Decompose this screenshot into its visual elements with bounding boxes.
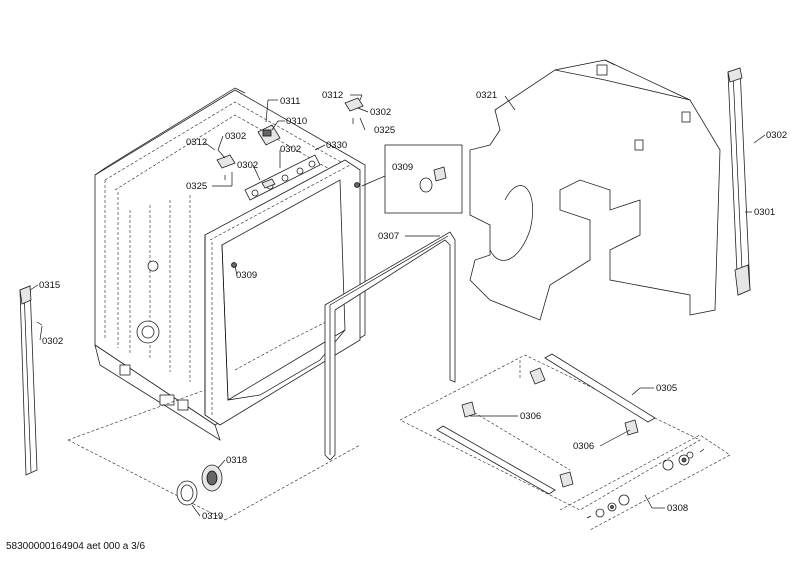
label-0325-a: 0325	[186, 181, 207, 192]
label-0309-a: 0309	[392, 162, 413, 173]
label-0312-b: 0312	[322, 90, 343, 101]
label-0315: 0315	[39, 280, 60, 291]
drawing-code: 58300000164904 aet 000 a 3/6	[6, 541, 146, 552]
door-seal-0307	[324, 231, 456, 461]
hinge-clips	[216, 97, 364, 189]
label-0302-a: 0302	[225, 131, 246, 142]
label-0308: 0308	[667, 503, 688, 514]
leader-lines	[29, 94, 766, 517]
drain-parts	[176, 464, 223, 506]
detail-box-0309	[361, 144, 463, 214]
label-0311: 0311	[280, 96, 300, 107]
tub-assembly	[67, 87, 366, 521]
side-strip-0315	[19, 285, 43, 476]
label-0302-f: 0302	[42, 336, 63, 347]
label-0309-b: 0309	[236, 270, 257, 281]
label-0302-d: 0302	[370, 107, 391, 118]
label-0310: 0310	[286, 116, 307, 127]
side-strip-0301	[727, 67, 759, 296]
label-0302-c: 0302	[280, 144, 301, 155]
label-0302-b: 0302	[237, 160, 258, 171]
label-0312-a: 0312	[186, 137, 207, 148]
label-0318: 0318	[226, 455, 247, 466]
label-0305: 0305	[656, 383, 677, 394]
label-0330: 0330	[326, 140, 347, 151]
label-0302-e: 0302	[766, 130, 787, 141]
label-0307: 0307	[378, 231, 399, 242]
label-0301: 0301	[754, 207, 775, 218]
rail-assembly	[399, 353, 731, 531]
insulation-0321	[469, 59, 721, 321]
label-0306-b: 0306	[573, 441, 594, 452]
label-0319: 0319	[202, 511, 223, 522]
label-0325-b: 0325	[374, 125, 395, 136]
label-0306-a: 0306	[520, 411, 541, 422]
label-0321: 0321	[476, 90, 497, 101]
part-labels: 0311 0310 0302 0312 0302 0302 0325 0330 …	[39, 90, 787, 522]
